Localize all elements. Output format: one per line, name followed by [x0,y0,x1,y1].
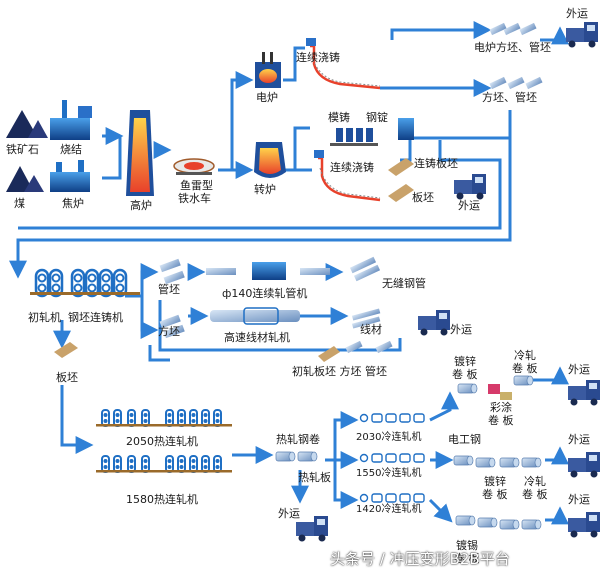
truck-icon [454,174,486,200]
cold-coil-1-label-b: 卷 板 [512,362,538,375]
torpedo-car-label-2: 铁水车 [178,192,211,205]
coal-label: 煤 [14,197,25,210]
tinplate-label-b: 卷 板 [454,552,480,565]
cold-mill-2030-icon [359,413,425,423]
continuous-caster-bottom-icon [314,150,381,202]
cold-coil-1-label-a: 冷轧 [514,349,536,362]
galvanized-2-label-b: 卷 板 [482,488,508,501]
cold-mill-1420-icon [359,493,425,503]
seamless-pipe-label: 无缝钢管 [382,277,426,290]
cold-coil-1-icon [513,375,534,386]
galvanized-1-label-a: 镀锌 [454,355,476,368]
wire-rod-label: 线材 [360,323,382,336]
billet-tube-label: 方坯、管坯 [482,91,537,104]
coke-oven-icon [50,160,90,192]
hot-mill-1580-label: 1580热连轧机 [126,493,198,506]
export-top-label: 外运 [566,7,588,20]
ingot-casting-label: 模铸 [328,111,350,124]
coke-oven-label: 焦炉 [62,197,84,210]
wire-rod-icon [351,308,381,329]
electrical-steel-label: 电工钢 [448,433,481,446]
export-right-1-label: 外运 [568,363,590,376]
roughing-mill-label: 初轧机 [28,311,61,324]
rolled-products-icon [318,340,393,362]
truck-icon [566,22,598,48]
iron-ore-label: 铁矿石 [6,143,39,156]
hot-coil-icon [275,451,318,462]
ingot-label: 钢锭 [366,111,388,124]
cold-mill-1550-icon [359,453,425,463]
electric-furnace-icon [255,52,281,88]
tube-billet-icon [159,258,185,339]
coal-pile-icon [6,166,44,192]
cc-slab-label: 连铸板坯 [414,157,458,170]
electric-furnace-label: 电炉 [256,91,278,104]
hot-plate-label: 热轧板 [298,471,331,484]
truck-icon [418,310,450,336]
roughing-mill-icon [30,268,140,298]
wire-rod-mill-label: 高速线材轧机 [224,331,290,344]
rolled-products-label: 初轧板坯 方坯 管坯 [292,365,387,378]
blast-furnace-label: 高炉 [130,199,152,212]
sinter-plant-icon [50,100,92,140]
tinplate-coil-icon [455,515,542,530]
ef-billet-tube-label: 电炉方坯、管坯 [474,41,551,54]
truck-icon [568,452,600,478]
export-right-3-label: 外运 [568,493,590,506]
ef-billet-products-icon [489,22,543,90]
converter-label: 转炉 [254,183,276,196]
cold-mill-2030-label: 2030冷连轧机 [356,432,422,443]
export-hot-label: 外运 [278,507,300,520]
cold-coil-2-label-b: 卷 板 [522,488,548,501]
billet-caster-label: 钢坯连铸机 [68,311,123,324]
hot-mill-1580-icon [96,455,232,473]
color-coated-label-a: 彩涂 [490,401,512,414]
sinter-label: 烧结 [60,143,82,156]
truck-icon [568,512,600,538]
continuous-casting-bottom-label: 连续浇铸 [330,161,374,174]
phi140-mill-label: ф140连续轧管机 [222,287,308,300]
cc-slab-icon [388,158,414,202]
hot-mill-2050-label: 2050热连轧机 [126,435,198,448]
galvanized-1-label-b: 卷 板 [452,368,478,381]
continuous-caster-top-icon [306,38,381,90]
galvanized-coil-1-icon [457,383,478,394]
slab-right-label: 板坯 [412,191,434,204]
phi140-mill-icon [206,262,330,280]
blast-furnace-icon [126,110,154,196]
iron-ore-pile-icon [6,110,48,138]
torpedo-car-label-1: 鱼雷型 [180,179,213,192]
color-coated-coil-icon [488,384,512,400]
electrical-steel-icon [453,455,542,468]
watermark: 头条号 / 冲压变形B2B平台 [330,550,510,568]
galvanized-2-label-a: 镀锌 [484,475,506,488]
truck-icon [568,380,600,406]
tube-billet-label: 管坯 [158,283,180,296]
export-mid-label: 外运 [458,199,480,212]
converter-icon [254,142,286,178]
wire-rod-mill-icon [210,307,300,325]
cold-mill-1550-label: 1550冷连轧机 [356,468,422,479]
torpedo-car-icon [173,158,215,175]
ingot-casting-icon [330,118,414,146]
tinplate-label-a: 镀锡 [456,539,478,552]
export-right-2-label: 外运 [568,433,590,446]
cold-coil-2-label-a: 冷轧 [524,475,546,488]
seamless-pipe-icon [349,256,381,282]
export-wire-label: 外运 [450,323,472,336]
continuous-casting-top-label: 连续浇铸 [296,51,340,64]
slab-left-label: 板坯 [56,371,78,384]
slab-left-icon [54,342,78,358]
hot-coil-label: 热轧钢卷 [276,433,320,446]
color-coated-label-b: 卷 板 [488,414,514,427]
truck-icon [296,516,328,542]
square-billet-label: 方坯 [158,325,180,338]
cold-mill-1420-label: 1420冷连轧机 [356,504,422,515]
hot-mill-2050-icon [96,409,232,427]
